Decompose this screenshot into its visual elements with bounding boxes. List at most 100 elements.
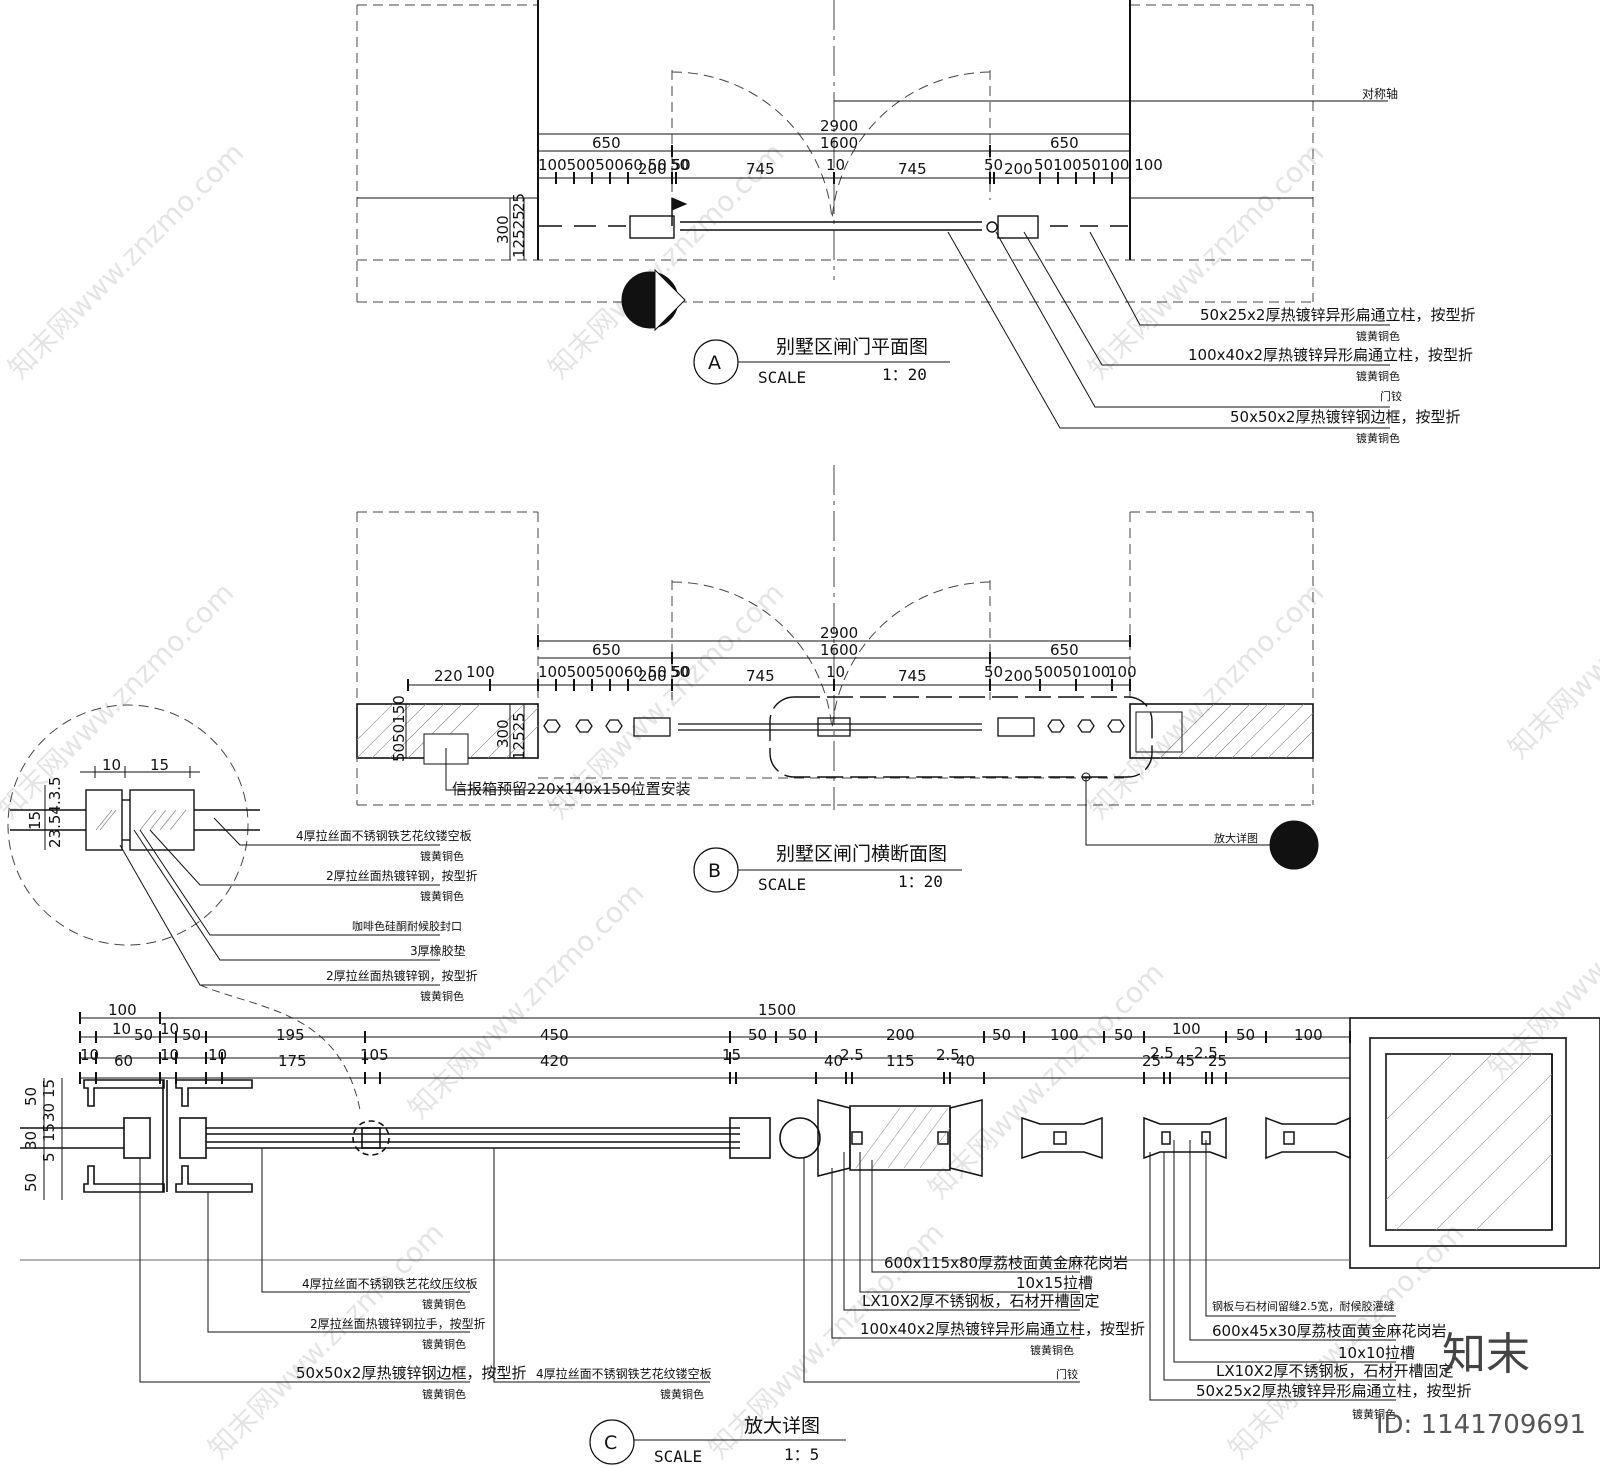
section-letter: B	[708, 860, 721, 882]
circle-note-2: 2厚拉丝面热镀锌钢，按型折	[326, 868, 478, 883]
detail-dim: 50	[182, 1026, 201, 1044]
section-dim-pier-100: 100	[466, 663, 495, 681]
detail-note-right-2: 600x45x30厚荔枝面黄金麻花岗岩	[1212, 1322, 1447, 1340]
detail-dim: 50	[788, 1026, 807, 1044]
section-dim-300: 300	[494, 719, 512, 748]
detail-scale-value: 1：5	[784, 1445, 819, 1464]
plan-dim-right-post: 650	[1050, 134, 1079, 152]
detail-dim: 15	[722, 1046, 741, 1064]
detail-dim: 105	[360, 1046, 389, 1064]
circle-note-1: 4厚拉丝面不锈钢铁艺花纹镂空板	[296, 828, 472, 843]
plan-dim-left-post: 650	[592, 134, 621, 152]
circle-note-3: 咖啡色硅酮耐候胶封口	[352, 919, 462, 933]
plan-scale-value: 1：20	[882, 365, 927, 384]
plan-dim-center: 10	[826, 156, 845, 174]
plan-scale-label: SCALE	[758, 368, 806, 387]
section-dim-right-post: 650	[1050, 641, 1079, 659]
section-dim-gate: 1600	[820, 641, 858, 659]
detail-dim: 45	[1176, 1052, 1195, 1070]
detail-note-mid-4: 100x40x2厚热镀锌异形扁通立柱，按型折	[860, 1320, 1145, 1338]
detail-dim: 100	[1294, 1026, 1323, 1044]
plan-note-3: 门铰	[1380, 389, 1402, 403]
detail-note-mid-5: 门铰	[1056, 1367, 1078, 1381]
plan-dim-right-200: 200	[1004, 160, 1033, 178]
detail-note-right-1: 钢板与石材间留缝2.5宽，耐候胶灌缝	[1212, 1299, 1395, 1313]
detail-dim: 40	[956, 1052, 975, 1070]
section-dim-total: 2900	[820, 624, 858, 642]
circle-note-1-sub: 镀黄铜色	[420, 849, 464, 863]
detail-dim: 10	[160, 1046, 179, 1064]
detail-dim: 100	[1050, 1026, 1079, 1044]
detail-dim-v: 5	[40, 1152, 58, 1162]
plan-dim-125: 12525	[510, 210, 528, 258]
image-id-label: ID: 1141709691	[1375, 1410, 1586, 1440]
axis-note: 对称轴	[1362, 86, 1398, 101]
detail-note-left-1: 4厚拉丝面不锈钢铁艺花纹压纹板	[302, 1276, 478, 1291]
section-dim-leaf-left: 745	[746, 667, 775, 685]
plan-note-2-sub: 镀黄铜色	[1356, 369, 1400, 383]
detail-dim-v: 30	[22, 1131, 40, 1150]
section-text: 2900 1600 650 650 220 100 10050050060 50…	[390, 624, 1258, 845]
detail-note-left-2-sub: 镀黄铜色	[422, 1337, 466, 1351]
section-dim-150: 5050150	[390, 695, 408, 762]
section-title: 别墅区闸门横断面图	[776, 843, 947, 865]
plan-note-1-sub: 镀黄铜色	[1356, 329, 1400, 343]
plan-dim-300: 300	[494, 215, 512, 244]
detail-view	[20, 1012, 1600, 1401]
plan-dim-gate: 1600	[820, 134, 858, 152]
section-dim-left-post: 650	[592, 641, 621, 659]
circle-dim-side: 23.54.3.5	[46, 776, 64, 848]
plan-text: 2900 1600 650 650 10050050060 50 50 200 …	[494, 86, 1475, 445]
plan-dim-left-chain: 10050050060 50 50	[538, 156, 691, 174]
circle-note-5: 2厚拉丝面热镀锌钢，按型折	[326, 968, 478, 983]
section-dim-125: 12525	[510, 712, 528, 760]
section-dim-leaf-right: 745	[898, 667, 927, 685]
detail-callout-note: 放大详图	[1214, 831, 1258, 845]
watermark: 知末网www.znzmo.com	[1502, 516, 1600, 765]
detail-dim: 100	[1172, 1020, 1201, 1038]
plan-letter: A	[708, 352, 721, 374]
detail-dim: 10	[80, 1046, 99, 1064]
detail-dim: 200	[886, 1026, 915, 1044]
detail-letter: C	[604, 1432, 617, 1454]
detail-note-left-1-sub: 镀黄铜色	[422, 1297, 466, 1311]
detail-title-block: C 放大详图 SCALE 1：5	[589, 1415, 846, 1466]
section-dim-pier-220: 220	[434, 667, 463, 685]
detail-dim-v: 15	[40, 1123, 58, 1142]
plan-dim-right-50: 50	[984, 156, 1003, 174]
brand-logo: 知末	[1442, 1329, 1530, 1380]
detail-dim: 10	[112, 1020, 131, 1038]
detail-dim-v: 30	[40, 1103, 58, 1122]
detail-dim-v: 50	[22, 1173, 40, 1192]
circle-note-2-sub: 镀黄铜色	[420, 889, 464, 903]
circle-dim-v15: 15	[26, 811, 44, 830]
detail-text: 1500 100 10 50 10 50 195 450 50 50 200 5…	[22, 1001, 1471, 1421]
detail-dim-v: 50	[22, 1087, 40, 1106]
plan-note-4: 50x50x2厚热镀锌钢边框，按型折	[1230, 408, 1460, 426]
section-title-block: B 别墅区闸门横断面图 SCALE 1：20	[693, 843, 962, 894]
watermark: 知末网www.znzmo.com	[0, 576, 240, 825]
watermark: 知末网www.znzmo.com	[1482, 836, 1600, 1085]
detail-scale-label: SCALE	[654, 1447, 702, 1466]
circle-detail-text: 10 15 15 23.54.3.5 4厚拉丝面不锈钢铁艺花纹镂空板 镀黄铜色 …	[26, 756, 478, 1003]
detail-note-mid-4-sub: 镀黄铜色	[1030, 1343, 1074, 1357]
detail-dim: 50	[1114, 1026, 1133, 1044]
detail-dim: 60	[114, 1052, 133, 1070]
detail-dim: 40	[824, 1052, 843, 1070]
detail-dim: 2.5	[840, 1046, 864, 1064]
detail-dim-overall: 1500	[758, 1001, 796, 1019]
detail-note-right-4: LX10X2厚不锈钢板，石材开槽固定	[1216, 1362, 1454, 1380]
detail-dim: 25	[1142, 1052, 1161, 1070]
plan-dim-leaf-right: 745	[898, 160, 927, 178]
detail-note-right-5-sub: 镀黄铜色	[1352, 1407, 1396, 1421]
plan-note-2: 100x40x2厚热镀锌异形扁通立柱，按型折	[1188, 346, 1473, 364]
plan-title: 别墅区闸门平面图	[776, 336, 928, 358]
section-dim-left-200: 200	[638, 667, 667, 685]
plan-note-4-sub: 镀黄铜色	[1356, 431, 1400, 445]
detail-dim: 50	[134, 1026, 153, 1044]
detail-dim: 2.5	[1194, 1044, 1218, 1062]
circle-note-5-sub: 镀黄铜色	[420, 989, 464, 1003]
detail-dim: 25	[1208, 1052, 1227, 1070]
detail-dim: 50	[1236, 1026, 1255, 1044]
